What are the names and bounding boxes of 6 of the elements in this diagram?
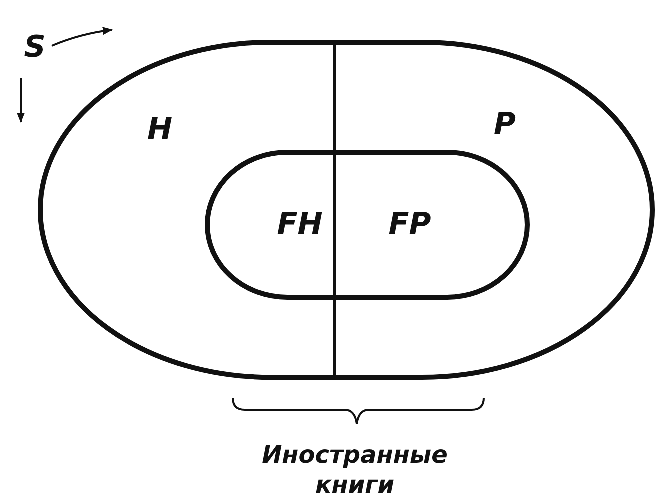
region-label: H bbox=[147, 113, 173, 147]
region-label: P bbox=[494, 108, 516, 142]
caption-text: Иностранные книги bbox=[261, 440, 449, 500]
set-label: S bbox=[24, 31, 46, 65]
region-label: FP bbox=[388, 208, 432, 242]
region-label: FH bbox=[277, 208, 323, 242]
